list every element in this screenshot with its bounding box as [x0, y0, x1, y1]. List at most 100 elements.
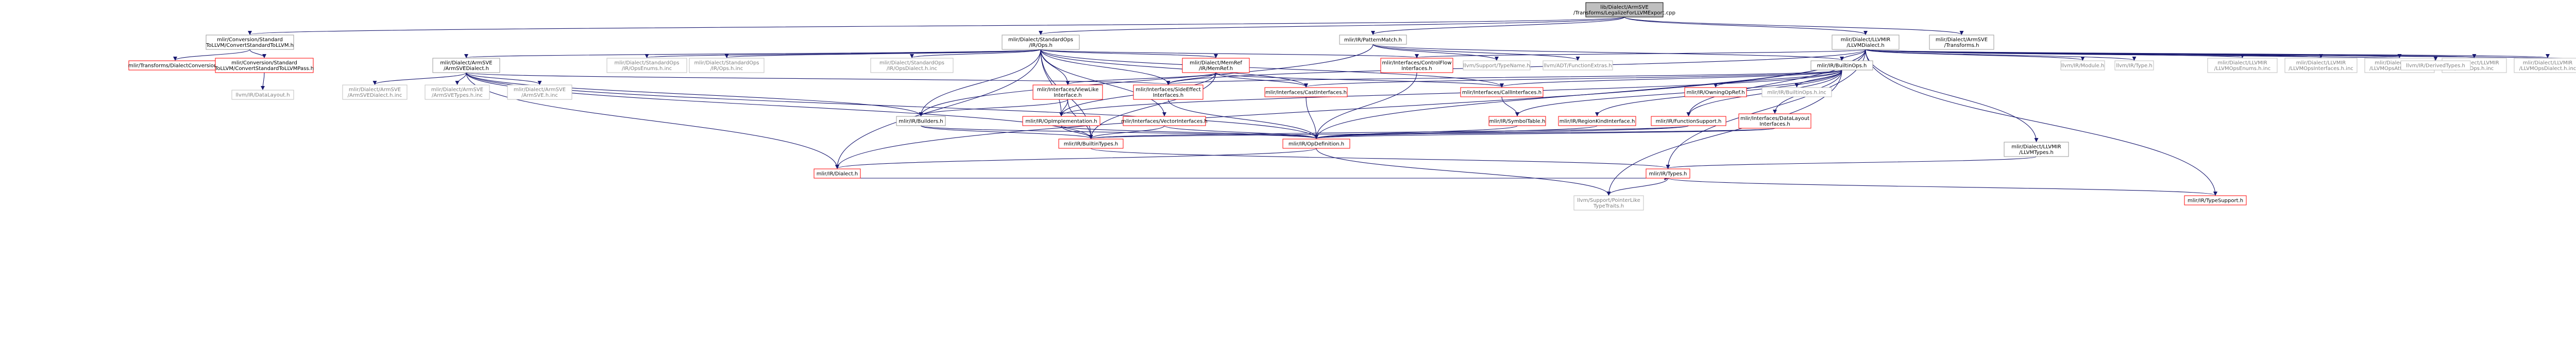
node-label: /ArmSVEDialect.h [444, 66, 489, 72]
node-ir-types[interactable]: mlir/IR/Types.h [1646, 168, 1690, 179]
edge-llvm-dialect-to-ir-types [1666, 49, 1866, 169]
node-label: mlir/Dialect/LLVMIR [1841, 37, 1891, 43]
node-armsve-types-inc[interactable]: mlir/Dialect/ArmSVE/ArmSVETypes.h.inc [425, 84, 490, 100]
node-armsve-inc[interactable]: mlir/Dialect/ArmSVE/ArmSVE.h.inc [507, 84, 572, 100]
node-std-opsh-inc[interactable]: mlir/Dialect/StandardOps/IR/Ops.h.inc [689, 58, 765, 73]
node-vector-interfaces[interactable]: mlir/Interfaces/VectorInterfaces.h [1121, 116, 1208, 126]
node-builtin-ops-inc[interactable]: mlir/IR/BuiltinOps.h.inc [1761, 87, 1832, 97]
edge-op-definition-to-pointer-like [1316, 148, 1611, 196]
edge-op-definition-to-ir-dialect [835, 148, 1317, 169]
node-label: mlir/Interfaces/VectorInterfaces.h [1121, 119, 1208, 125]
node-llvm-opsenums[interactable]: mlir/Dialect/LLVMIR/LLVMOpsEnums.h.inc [2207, 58, 2278, 73]
node-label: mlir/Interfaces/CallInterfaces.h [1462, 90, 1541, 96]
node-label: mlir/Dialect/ArmSVE [440, 60, 492, 66]
node-pattern-match[interactable]: mlir/IR/PatternMatch.h [1339, 35, 1407, 45]
node-memref[interactable]: mlir/Dialect/MemRef/IR/MemRef.h [1182, 58, 1250, 73]
node-box [2514, 58, 2576, 73]
edge-llvm-dialect-to-type-support [1865, 49, 2217, 196]
node-conv-std-llvm-pass[interactable]: mlir/Conversion/StandardToLLVM/ConvertSt… [214, 58, 314, 73]
node-label: mlir/IR/SymbolTable.h [1489, 119, 1546, 125]
node-symbol-table[interactable]: mlir/IR/SymbolTable.h [1488, 116, 1546, 126]
node-label: mlir/Dialect/ArmSVE [514, 87, 566, 93]
node-label: mlir/Transforms/DialectConversion.h [128, 63, 222, 69]
edge-armsve-dialect-to-builders [466, 72, 923, 116]
node-armsve-dialect-inc[interactable]: mlir/Dialect/ArmSVE/ArmSVEDialect.h.inc [342, 84, 408, 100]
node-label: mlir/IR/BuiltinOps.h [1817, 63, 1867, 69]
node-armsve-transforms[interactable]: mlir/Dialect/ArmSVE/Transforms.h [1929, 35, 1994, 50]
node-std-opsdialect[interactable]: mlir/Dialect/StandardOps/IR/OpsDialect.h… [870, 58, 954, 73]
node-llvm-module[interactable]: llvm/IR/Module.h [2060, 60, 2105, 71]
node-label: mlir/Conversion/Standard [217, 37, 283, 43]
node-box [425, 84, 490, 100]
node-derived-types[interactable]: llvm/IR/DerivedTypes.h [2400, 60, 2471, 71]
node-llvm-typename[interactable]: llvm/Support/TypeName.h [1463, 60, 1531, 71]
node-box [1558, 116, 1636, 126]
node-function-support[interactable]: mlir/IR/FunctionSupport.h [1651, 116, 1726, 126]
node-llvm-dialect[interactable]: mlir/Dialect/LLVMIR/LLVMDialect.h [1832, 35, 1900, 50]
node-label: mlir/Dialect/StandardOps [879, 60, 944, 66]
node-label: mlir/IR/OwningOpRef.h [1686, 90, 1744, 96]
edge-builtin-types-to-ir-types [1090, 148, 1670, 169]
node-builtin-types[interactable]: mlir/IR/BuiltinTypes.h [1058, 139, 1124, 149]
node-box [1684, 87, 1747, 97]
node-op-implementation[interactable]: mlir/IR/OpImplementation.h [1022, 116, 1100, 126]
node-llvm-opsdialect[interactable]: mlir/Dialect/LLVMIR/LLVMOpsDialect.h.inc [2514, 58, 2576, 73]
node-builtin-ops[interactable]: mlir/IR/BuiltinOps.h [1810, 60, 1873, 71]
node-label: mlir/Dialect/LLVMIR [2523, 60, 2573, 66]
node-builders[interactable]: mlir/IR/Builders.h [896, 116, 946, 126]
node-label: mlir/Dialect/MemRef [1190, 60, 1242, 66]
node-label: llvm/IR/Type.h [2116, 63, 2152, 69]
node-op-definition[interactable]: mlir/IR/OpDefinition.h [1282, 139, 1350, 149]
edge-std-ops-to-builders [919, 49, 1041, 116]
node-label: /ArmSVEDialect.h.inc [348, 93, 402, 98]
node-label: mlir/Dialect/LLVMIR [2011, 144, 2061, 150]
node-root[interactable]: lib/Dialect/ArmSVE/Transforms/LegalizeFo… [1573, 2, 1675, 18]
node-std-opsenums[interactable]: mlir/Dialect/StandardOps/IR/OpsEnums.h.i… [606, 58, 687, 73]
node-box [1488, 116, 1546, 126]
node-std-ops[interactable]: mlir/Dialect/StandardOps/IR/Ops.h [1002, 35, 1080, 50]
node-transforms-dialect-conv[interactable]: mlir/Transforms/DialectConversion.h [128, 60, 222, 71]
node-llvm-opinterfaces[interactable]: mlir/Dialect/LLVMIR/LLVMOpsInterfaces.h.… [2284, 58, 2358, 73]
node-label: TypeTraits.h [1593, 203, 1624, 209]
node-box [1463, 60, 1531, 71]
node-type-support[interactable]: mlir/IR/TypeSupport.h [2184, 195, 2247, 205]
node-label: Interfaces.h [1153, 93, 1184, 98]
node-llvm-type[interactable]: llvm/IR/Type.h [2114, 60, 2154, 71]
node-label: Interface.h [1054, 93, 1081, 98]
edge-root-to-conv-std-llvm [248, 16, 1625, 35]
node-box [342, 84, 408, 100]
node-label: /IR/MemRef.h [1199, 66, 1233, 72]
edge-llvm-dialect-to-llvm-type [1865, 49, 2137, 61]
edge-llvm-dialect-to-llvm-types [1865, 49, 2039, 142]
node-box [2004, 142, 2069, 157]
node-call-interfaces[interactable]: mlir/Interfaces/CallInterfaces.h [1460, 87, 1544, 97]
node-conv-std-llvm[interactable]: mlir/Conversion/StandardToLLVM/ConvertSt… [206, 35, 294, 50]
node-owning-opref[interactable]: mlir/IR/OwningOpRef.h [1684, 87, 1747, 97]
node-label: mlir/Dialect/LLVMIR [2449, 60, 2499, 66]
node-cast-interfaces[interactable]: mlir/Interfaces/CastInterfaces.h [1264, 87, 1348, 97]
node-label: /LLVMOpsDialect.h.inc [2519, 66, 2576, 72]
edge-ir-types-to-pointer-like [1606, 178, 1669, 196]
node-llvm-types[interactable]: mlir/Dialect/LLVMIR/LLVMTypes.h [2004, 142, 2069, 157]
node-box [1543, 60, 1613, 71]
edge-root-to-llvm-dialect [1624, 16, 1868, 35]
node-label: llvm/Support/PointerLike [1577, 198, 1640, 203]
node-box [1761, 87, 1832, 97]
node-label: Interfaces.h [1401, 66, 1432, 72]
node-armsve-dialect[interactable]: mlir/Dialect/ArmSVE/ArmSVEDialect.h [432, 58, 500, 73]
node-box [2114, 60, 2154, 71]
node-region-kind[interactable]: mlir/IR/RegionKindInterface.h [1558, 116, 1636, 126]
node-label: mlir/IR/PatternMatch.h [1344, 38, 1402, 43]
node-ir-dialect[interactable]: mlir/IR/Dialect.h [814, 168, 861, 179]
node-label: mlir/IR/RegionKindInterface.h [1560, 119, 1635, 125]
node-data-layout[interactable]: llvm/IR/DataLayout.h [231, 90, 294, 100]
node-box [1032, 84, 1103, 100]
node-box [1133, 84, 1204, 100]
edge-symbol-table-to-op-definition [1314, 125, 1518, 139]
node-llvm-functionextras[interactable]: llvm/ADT/FunctionExtras.h [1543, 60, 1613, 71]
